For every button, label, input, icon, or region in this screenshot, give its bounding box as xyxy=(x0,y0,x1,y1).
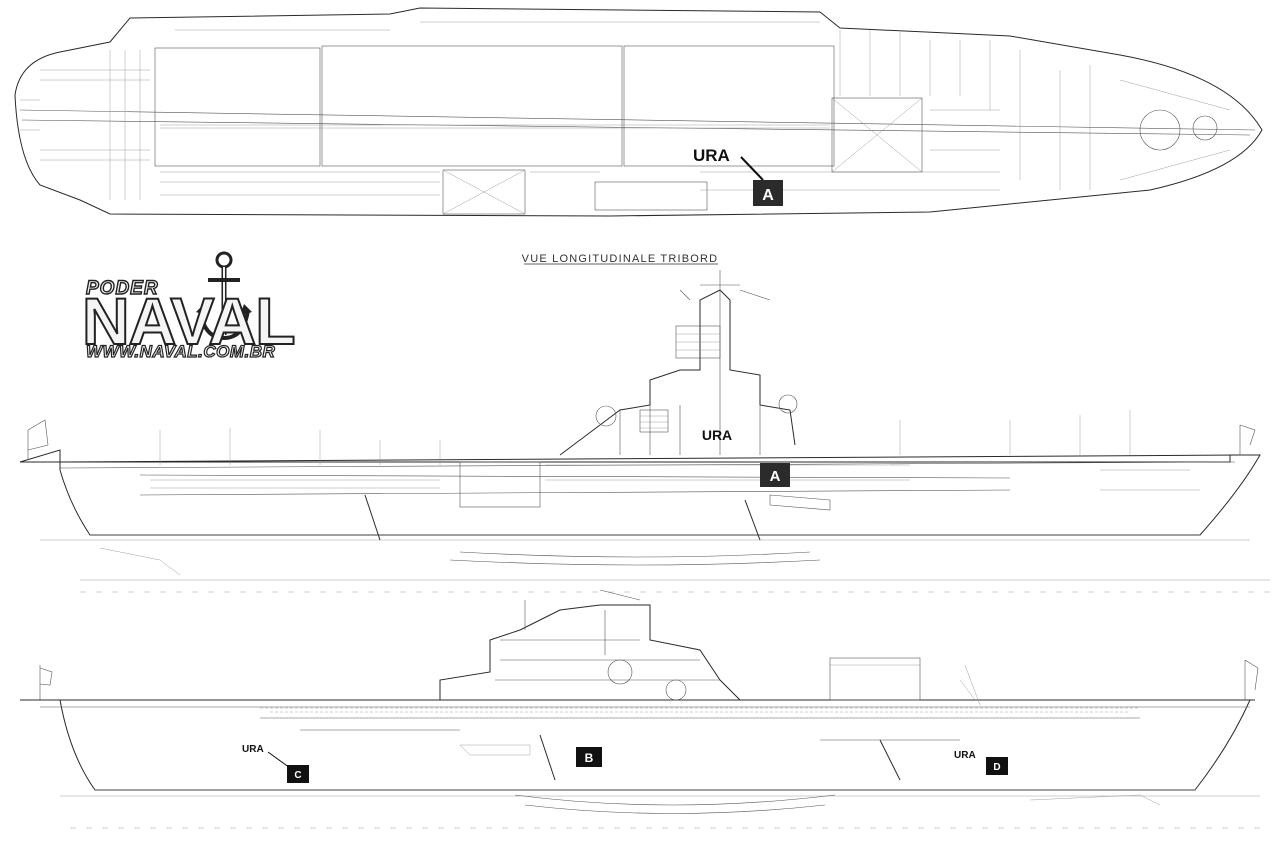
ura-label-d: URA xyxy=(954,750,976,761)
marker-a-plan-box xyxy=(753,180,783,206)
logo-url-text: WWW.NAVAL.COM.BR xyxy=(85,341,276,361)
poder-naval-logo: PODER NAVAL WWW.NAVAL.COM.BR xyxy=(81,250,372,370)
marker-a-profile: URA A xyxy=(702,427,790,487)
port-profile-view xyxy=(20,589,1270,829)
marker-c: URA C xyxy=(242,744,309,783)
marker-a-profile-letter: A xyxy=(770,468,781,485)
marker-b-box xyxy=(576,747,602,767)
view-title: VUE LONGITUDINALE TRIBORD xyxy=(522,253,719,265)
marker-a-profile-box xyxy=(760,463,790,487)
marker-a-plan: URA A xyxy=(693,146,783,206)
starboard-profile-view xyxy=(19,270,1270,593)
marker-c-letter: C xyxy=(294,770,301,781)
ura-label-plan: URA xyxy=(693,146,730,165)
marker-c-box xyxy=(287,765,309,783)
marker-d: URA D xyxy=(954,750,1008,775)
marker-b-letter: B xyxy=(585,751,594,765)
ura-label-profile: URA xyxy=(702,427,732,443)
marker-d-box xyxy=(986,757,1008,775)
marker-d-letter: D xyxy=(993,762,1000,773)
anchor-icon xyxy=(196,251,252,341)
logo-top-text: PODER xyxy=(85,277,159,299)
marker-a-plan-letter: A xyxy=(762,187,774,204)
ura-label-c: URA xyxy=(242,744,264,755)
logo-main-text: NAVAL xyxy=(81,284,297,358)
deck-plan-view xyxy=(14,7,1263,217)
marker-b: B xyxy=(576,747,602,767)
